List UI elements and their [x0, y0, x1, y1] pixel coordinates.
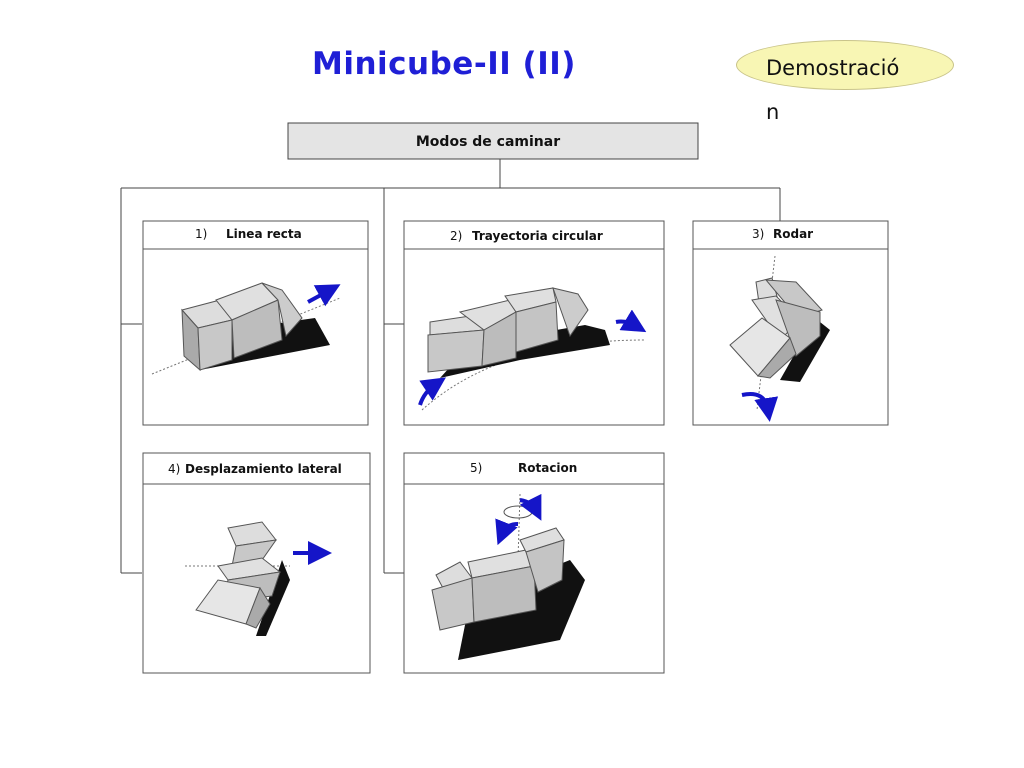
robot-figure-2 [421, 287, 646, 411]
panel-1-number: 1) [195, 227, 207, 241]
panel-desplazamiento-lateral: 4) Desplazamiento lateral [142, 452, 371, 674]
demo-button-label-wrap[interactable]: n [766, 100, 780, 124]
panel-4-number: 4) [168, 462, 180, 476]
robot-figure-1 [151, 282, 341, 375]
panel-5-number: 5) [470, 461, 482, 475]
robot-figure-5 [431, 493, 585, 660]
panel-3-label: Rodar [773, 227, 813, 241]
robot-figure-3 [729, 255, 830, 411]
demo-button-label[interactable]: Demostració [766, 56, 900, 80]
curved-arrow-icon [615, 309, 647, 333]
slide-title: Minicube-II (II) [312, 46, 576, 82]
header-box: Modos de caminar [287, 122, 699, 160]
header-label: Modos de caminar [416, 134, 560, 150]
panel-4-label: Desplazamiento lateral [185, 462, 342, 476]
panel-rotacion: 5) Rotacion [403, 452, 665, 674]
panel-5-label: Rotacion [518, 461, 577, 475]
rotate-arrow-icon [519, 493, 542, 521]
curved-arrow-icon [418, 377, 446, 406]
rotate-arrow-icon [495, 518, 519, 546]
panel-3-number: 3) [752, 227, 764, 241]
connector-lines [120, 159, 781, 574]
panel-linea-recta: 1) Linea recta [142, 220, 369, 426]
forward-arrow-icon [307, 284, 341, 307]
demo-button[interactable] [736, 40, 954, 90]
panel-rodar: 3) Rodar [692, 220, 889, 426]
roll-arrow-icon [741, 392, 779, 422]
panel-2-label: Trayectoria circular [472, 229, 603, 243]
panel-trayectoria-circular: 2) Trayectoria circular [403, 220, 665, 426]
panel-2-number: 2) [450, 229, 462, 243]
robot-figure-4 [185, 521, 290, 636]
panel-1-label: Linea recta [226, 227, 302, 241]
